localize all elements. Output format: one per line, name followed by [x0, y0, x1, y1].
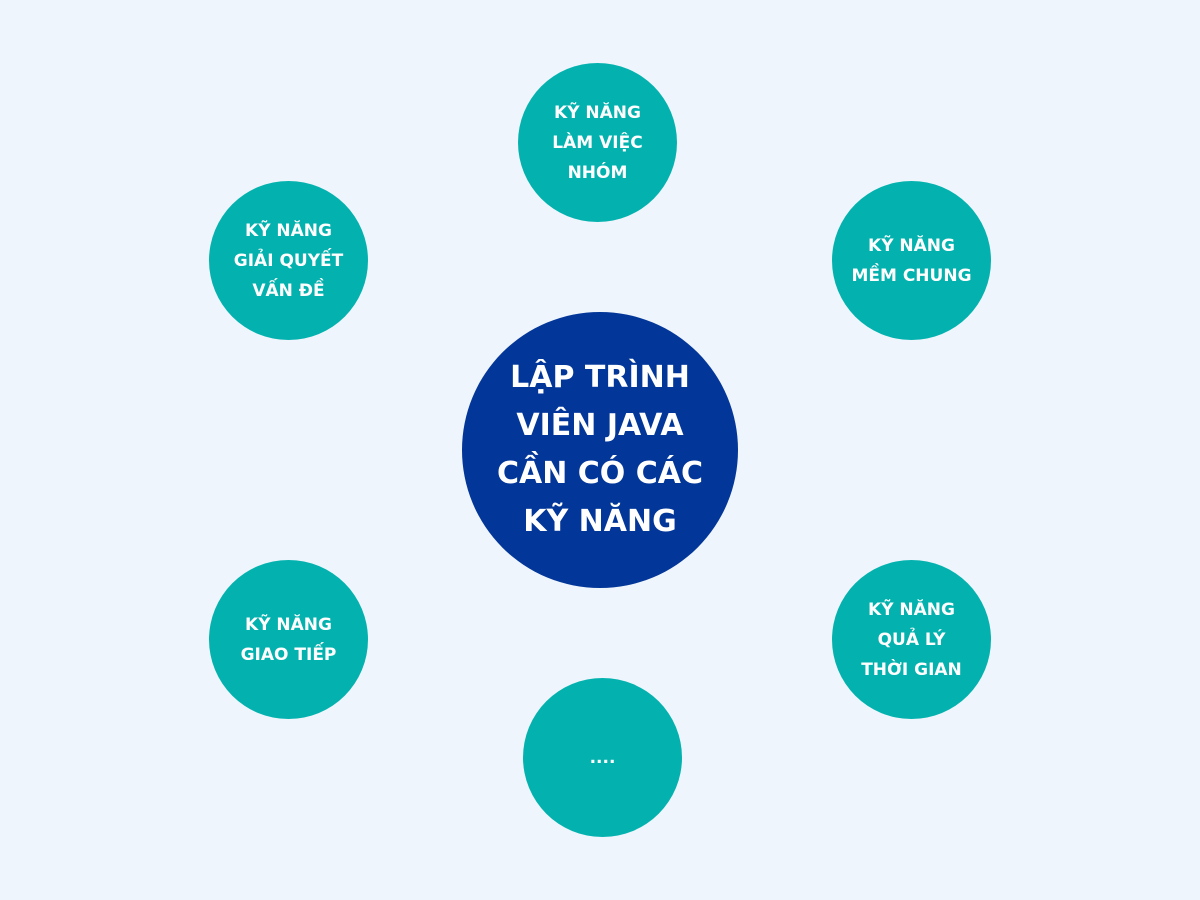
skill-label-line: THỜI GIAN	[861, 659, 962, 680]
skill-label-line: QUẢ LÝ	[877, 629, 946, 650]
skill-node-label: KỸ NĂNG GIAO TIẾP	[241, 610, 337, 670]
center-label-line: CẦN CÓ CÁC	[496, 456, 703, 491]
skill-node-label: KỸ NĂNG QUẢ LÝ THỜI GIAN	[861, 595, 962, 685]
skill-label-line: MỀM CHUNG	[851, 265, 972, 286]
skill-label-line: KỸ NĂNG	[245, 220, 332, 241]
center-node-label: LẬP TRÌNH VIÊN JAVA CẦN CÓ CÁC KỸ NĂNG	[497, 354, 703, 546]
skill-label-line: NHÓM	[567, 162, 628, 183]
skill-node-teamwork: KỸ NĂNG LÀM VIỆC NHÓM	[518, 63, 677, 222]
center-label-line: LẬP TRÌNH	[510, 360, 690, 395]
skill-node-time-management: KỸ NĂNG QUẢ LÝ THỜI GIAN	[832, 560, 991, 719]
skill-label-line: KỸ NĂNG	[868, 599, 955, 620]
skill-node-communication: KỸ NĂNG GIAO TIẾP	[209, 560, 368, 719]
center-node-java-developer-skills: LẬP TRÌNH VIÊN JAVA CẦN CÓ CÁC KỸ NĂNG	[462, 312, 738, 588]
skill-node-more: ....	[523, 678, 682, 837]
skill-node-label: KỸ NĂNG GIẢI QUYẾT VẤN ĐỀ	[234, 216, 343, 306]
skill-label-line: GIAO TIẾP	[240, 644, 337, 665]
skill-node-problem-solving: KỸ NĂNG GIẢI QUYẾT VẤN ĐỀ	[209, 181, 368, 340]
skill-node-label: ....	[590, 743, 616, 773]
skill-label-line: KỸ NĂNG	[245, 614, 332, 635]
skill-label-line: ....	[589, 747, 616, 768]
skill-label-line: KỸ NĂNG	[554, 102, 641, 123]
skill-label-line: KỸ NĂNG	[868, 235, 955, 256]
center-label-line: KỸ NĂNG	[523, 504, 677, 539]
skill-node-soft-skills: KỸ NĂNG MỀM CHUNG	[832, 181, 991, 340]
skill-node-label: KỸ NĂNG LÀM VIỆC NHÓM	[552, 98, 642, 188]
skill-label-line: GIẢI QUYẾT	[233, 250, 344, 271]
skill-label-line: VẤN ĐỀ	[252, 280, 325, 301]
skill-label-line: LÀM VIỆC	[552, 132, 643, 153]
center-label-line: VIÊN JAVA	[516, 408, 684, 443]
skill-node-label: KỸ NĂNG MỀM CHUNG	[851, 231, 971, 291]
